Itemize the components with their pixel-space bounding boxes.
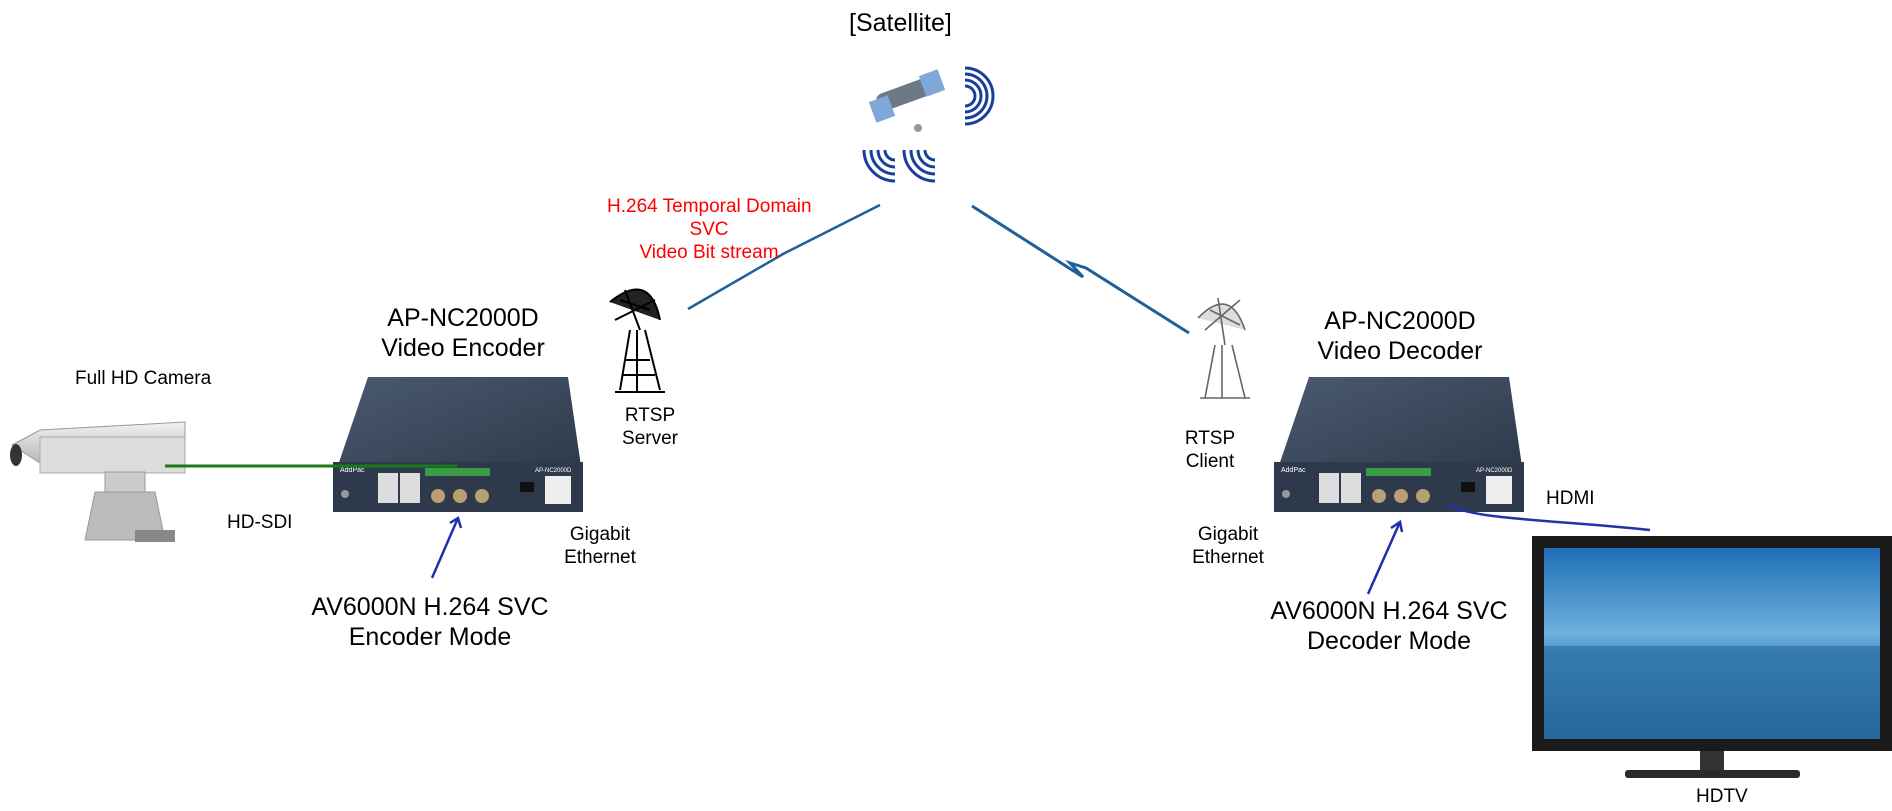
gigabit-encoder-line2: Ethernet	[564, 546, 636, 568]
decoder-brand: AddPac	[1281, 467, 1306, 474]
decoder-panel-model: AP-NC2000D	[1476, 468, 1513, 474]
decoder-mode-line1: AV6000N H.264 SVC	[1270, 597, 1508, 625]
rtsp-client-line2: Client	[1185, 450, 1235, 472]
decoder-model: AP-NC2000D	[1324, 307, 1476, 335]
stream-label-line3: Video Bit stream	[639, 241, 779, 263]
hd-sdi-label: HD-SDI	[227, 512, 293, 533]
stream-label-line1: H.264 Temporal Domain	[607, 196, 812, 217]
encoder-title: AP-NC2000D Video Encoder	[368, 303, 558, 363]
rtsp-server-line2: Server	[622, 427, 678, 449]
gigabit-decoder-line1: Gigabit	[1197, 524, 1259, 545]
camera-icon	[10, 421, 186, 542]
decoder-title: AP-NC2000D Video Decoder	[1305, 306, 1495, 366]
hdtv-icon	[1532, 536, 1892, 778]
encoder-brand: AddPac	[340, 467, 365, 474]
rtsp-server-label: RTSP Server	[610, 405, 690, 451]
gigabit-decoder-line2: Ethernet	[1192, 546, 1264, 568]
server-dish-icon	[609, 288, 665, 393]
decoder-role: Video Decoder	[1317, 337, 1483, 365]
decoder-mode-label: AV6000N H.264 SVC Decoder Mode	[1264, 596, 1514, 656]
satellite-icon	[862, 66, 995, 183]
rtsp-client-label: RTSP Client	[1170, 428, 1250, 474]
stream-label-line2: SVC	[689, 218, 729, 240]
hdmi-label: HDMI	[1546, 488, 1595, 509]
rtsp-server-line1: RTSP	[624, 405, 676, 426]
rtsp-client-line1: RTSP	[1184, 428, 1236, 449]
camera-label: Full HD Camera	[75, 368, 212, 389]
hdmi-cable	[1447, 502, 1651, 532]
encoder-mode-label: AV6000N H.264 SVC Encoder Mode	[305, 592, 555, 652]
uplink-line	[687, 203, 881, 311]
downlink-lightning	[971, 204, 1190, 335]
encoder-mode-line1: AV6000N H.264 SVC	[311, 593, 549, 621]
gigabit-encoder-line1: Gigabit	[569, 524, 631, 545]
satellite-label: [Satellite]	[849, 9, 952, 37]
encoder-mode-arrow	[430, 516, 463, 579]
decoder-mode-line2: Decoder Mode	[1307, 627, 1471, 655]
hdtv-label: HDTV	[1696, 786, 1748, 807]
encoder-device: AddPac AP-NC2000D	[333, 377, 583, 512]
decoder-device: AddPac AP-NC2000D	[1274, 377, 1524, 512]
gigabit-decoder-label: Gigabit Ethernet	[1188, 524, 1268, 570]
encoder-model: AP-NC2000D	[387, 304, 539, 332]
encoder-panel-model: AP-NC2000D	[535, 468, 572, 474]
stream-label: H.264 Temporal Domain SVC Video Bit stre…	[607, 196, 812, 264]
gigabit-encoder-label: Gigabit Ethernet	[560, 524, 640, 570]
decoder-mode-arrow	[1366, 519, 1404, 595]
encoder-mode-line2: Encoder Mode	[348, 623, 512, 651]
client-dish-icon	[1197, 297, 1250, 399]
encoder-role: Video Encoder	[381, 334, 545, 362]
